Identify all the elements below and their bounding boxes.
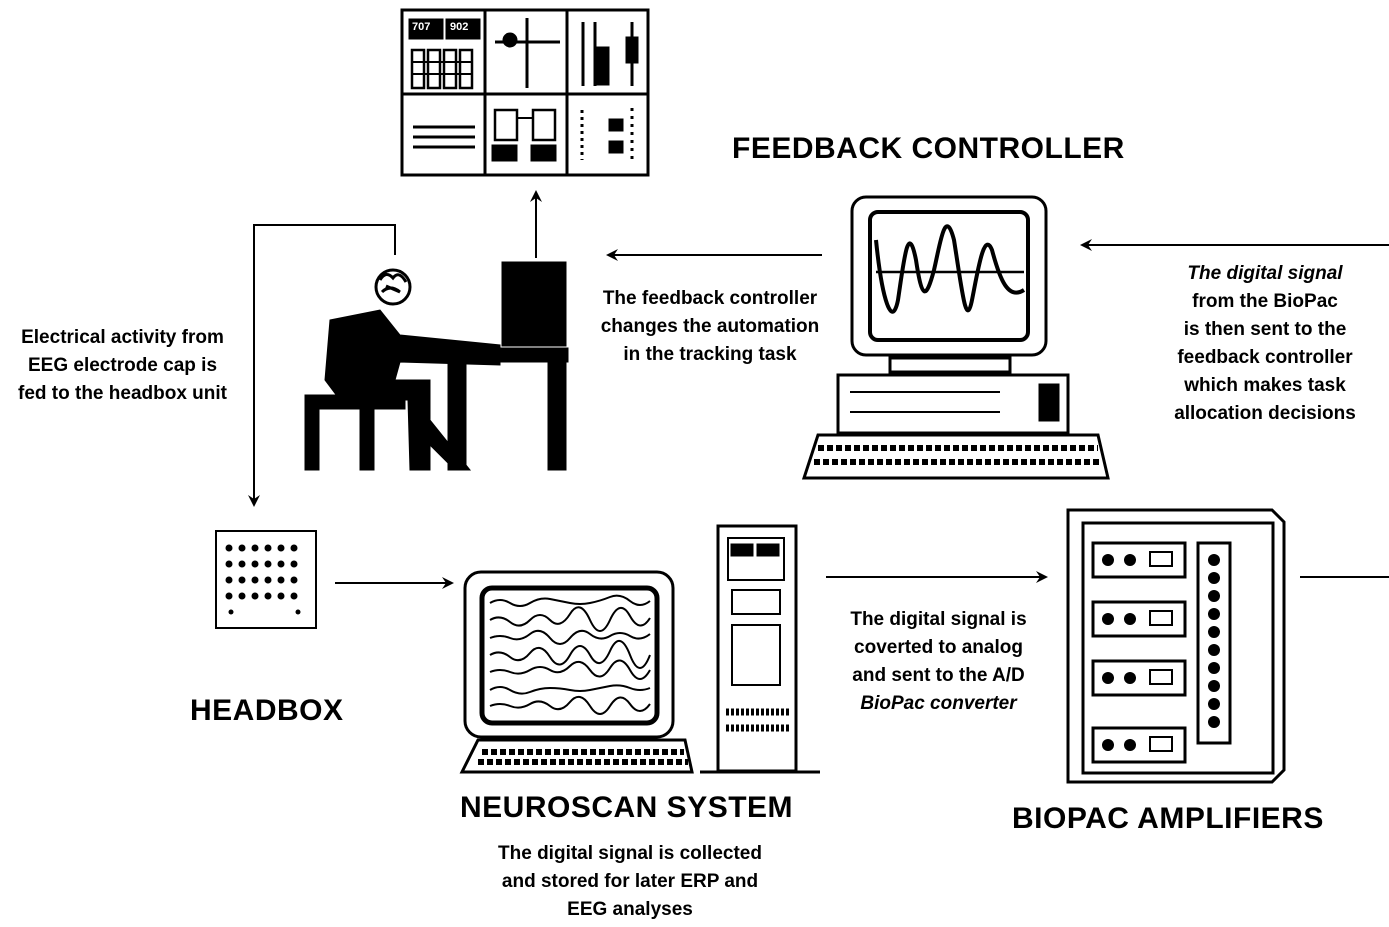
operator-figure <box>304 261 569 471</box>
neuroscan-computer <box>459 524 820 774</box>
biopac-amplifier-rack <box>1066 508 1286 784</box>
note-line: allocation decisions <box>1174 403 1356 424</box>
converted-to-analog-note: The digital signal is coverted to analog… <box>826 606 1051 718</box>
tracking-task-display <box>400 8 650 177</box>
note-line: The feedback controller <box>602 288 818 309</box>
note-line: feedback controller <box>1177 347 1353 368</box>
note-line: EEG analyses <box>567 899 693 920</box>
panel-readout-right: 902 <box>450 21 469 33</box>
neuroscan-collects-note: The digital signal is collected and stor… <box>480 840 780 924</box>
note-line: and sent to the A/D <box>852 665 1025 686</box>
neuroscan-system-title: NEUROSCAN SYSTEM <box>460 791 794 824</box>
note-line: which makes task <box>1184 375 1346 396</box>
panel-readout-left: 707 <box>412 21 431 33</box>
note-line: from the BioPac <box>1192 291 1338 312</box>
note-line: coverted to analog <box>854 637 1023 658</box>
biopac-amplifiers-title: BIOPAC AMPLIFIERS <box>1012 802 1324 835</box>
headbox-title: HEADBOX <box>190 694 344 727</box>
headbox-unit <box>215 530 317 629</box>
note-line: The digital signal is <box>850 609 1027 630</box>
signal-flow-arrows <box>248 190 1389 589</box>
note-line: The digital signal is collected <box>498 843 762 864</box>
note-line: and stored for later ERP and <box>501 871 759 892</box>
note-line: is then sent to the <box>1183 319 1347 340</box>
note-line: in the tracking task <box>623 344 797 365</box>
feedback-controller-computer <box>801 195 1110 480</box>
note-line: changes the automation <box>600 316 820 337</box>
note-line: The digital signal <box>1187 263 1343 284</box>
note-line: EEG electrode cap is <box>27 355 218 376</box>
note-line: Electrical activity from <box>21 327 224 348</box>
eeg-to-headbox-note: Electrical activity from EEG electrode c… <box>0 324 245 408</box>
note-line: fed to the headbox unit <box>18 383 227 404</box>
digital-signal-biopac-note: The digital signal from the BioPac is th… <box>1150 260 1380 428</box>
note-line: BioPac converter <box>860 693 1017 714</box>
feedback-changes-note: The feedback controller changes the auto… <box>585 285 835 369</box>
feedback-controller-title: FEEDBACK CONTROLLER <box>732 132 1125 165</box>
